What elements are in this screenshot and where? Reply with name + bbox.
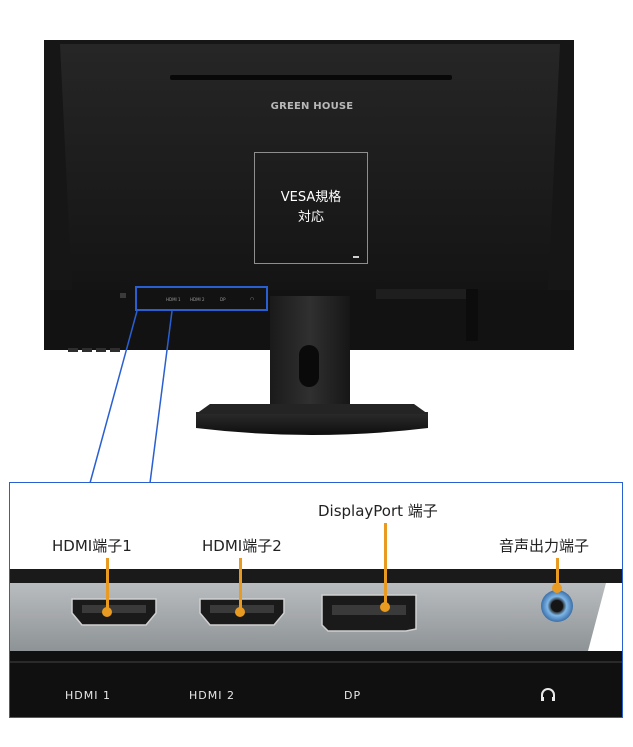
audio-pointer-dot [552, 583, 562, 593]
cable-hole [299, 345, 319, 387]
mini-label-hdmi2: HDMI 2 [190, 297, 205, 302]
port-highlight-box [135, 286, 268, 311]
audio-output-title: 音声出力端子 [499, 537, 590, 555]
hdmi2-pointer-dot [235, 607, 245, 617]
displayport-port [321, 594, 417, 632]
audio-jack [541, 590, 573, 622]
silkscreen-dp: DP [344, 689, 362, 702]
vesa-caption-line2: 対応 [297, 210, 324, 225]
hdmi1-pointer-dot [102, 607, 112, 617]
headphone-icon [541, 688, 555, 701]
metal-port-plate [10, 583, 606, 651]
mini-label-dp: DP [220, 297, 226, 302]
hdmi2-pointer-line [239, 558, 242, 614]
hdmi1-pointer-line [106, 558, 109, 614]
control-buttons [68, 348, 120, 352]
audio-pointer-line [556, 558, 559, 590]
rear-panel [60, 44, 560, 290]
hdmi1-port [71, 598, 157, 626]
vesa-indicator [353, 256, 359, 258]
mini-headphone-icon: ∩ [250, 296, 255, 302]
callout-lines [89, 310, 173, 484]
lock-slot [120, 293, 126, 298]
mount-cover [376, 289, 466, 299]
silkscreen-hdmi1: HDMI 1 [65, 689, 111, 702]
stand-base-top [196, 404, 428, 414]
mini-label-hdmi1: HDMI 1 [166, 297, 181, 302]
hdmi1-title: HDMI端子1 [52, 537, 132, 555]
cable-clip [466, 289, 478, 341]
monitor-back-illustration [44, 40, 574, 435]
brand-logo: GREEN HOUSE [270, 101, 354, 112]
mini-port-strip: HDMI 1 HDMI 2 DP ∩ [138, 289, 268, 311]
port-panel-illustration [10, 569, 622, 717]
vesa-mount-plate: VESA規格 対応 [254, 152, 368, 264]
vesa-caption: VESA規格 対応 [255, 188, 367, 228]
dp-pointer-dot [380, 602, 390, 612]
dp-pointer-line [384, 523, 387, 609]
vesa-caption-line1: VESA規格 [280, 190, 342, 205]
stand-base [196, 412, 428, 435]
displayport-title: DisplayPort 端子 [318, 502, 438, 520]
silkscreen-hdmi2: HDMI 2 [189, 689, 235, 702]
port-detail-panel: HDMI端子1 HDMI端子2 DisplayPort 端子 音声出力端子 [9, 482, 623, 718]
hdmi2-title: HDMI端子2 [202, 537, 282, 555]
vent-slot [170, 75, 452, 80]
